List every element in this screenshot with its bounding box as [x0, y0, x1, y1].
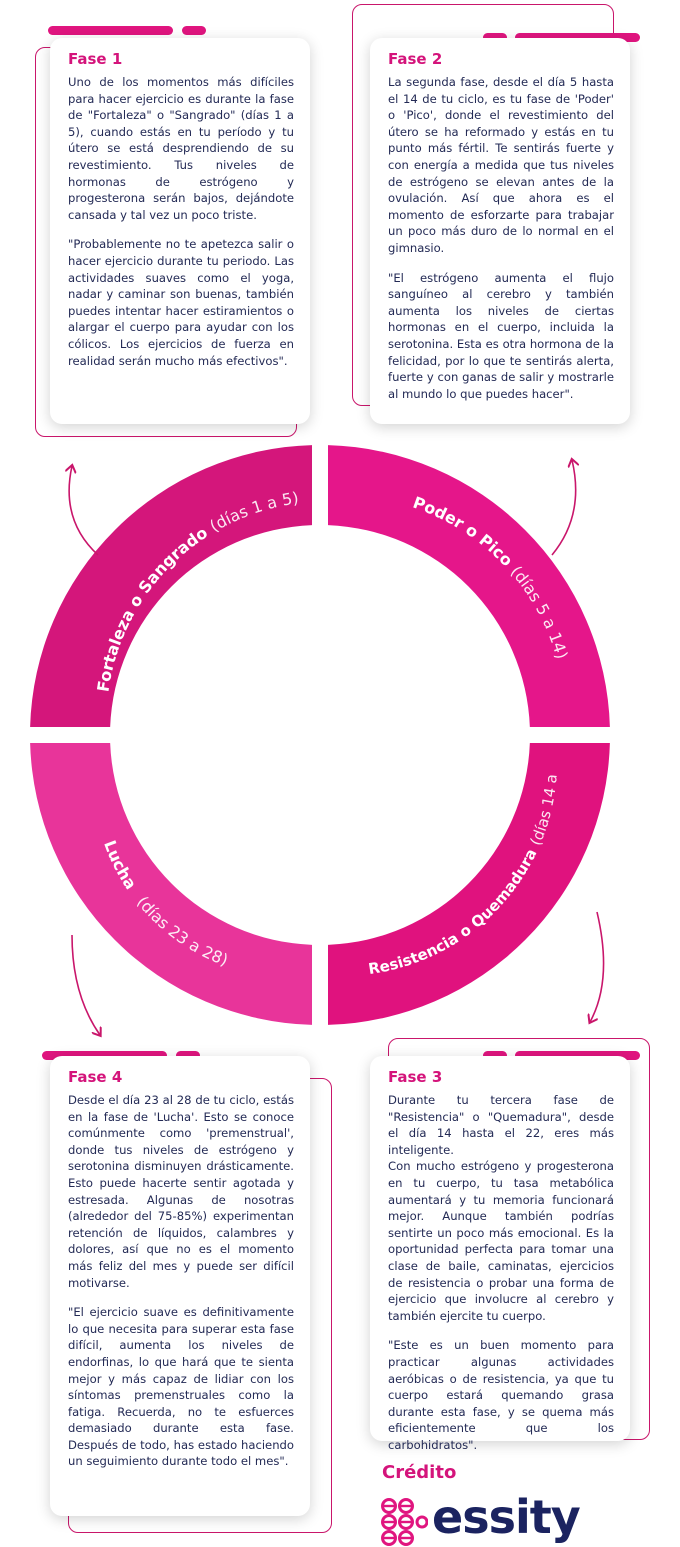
arrow-icon [590, 911, 605, 1022]
phase-text: Uno de los momentos más difíciles para h… [68, 75, 294, 222]
accent-bar [515, 33, 640, 42]
phase-quote: "Este es un buen momento para practicar … [388, 1338, 614, 1452]
wheel-segment [328, 445, 610, 727]
phase-text: La segunda fase, desde el día 5 hasta el… [388, 75, 614, 255]
phase-title: Fase 4 [68, 1068, 123, 1086]
accent-bar [483, 33, 507, 42]
phase-title: Fase 1 [68, 50, 123, 68]
phase-text: Desde el día 23 al 28 de tu ciclo, estás… [68, 1093, 294, 1290]
phase-title: Fase 2 [388, 50, 443, 68]
arrow-icon [71, 934, 100, 1035]
accent-bar [42, 1051, 167, 1060]
phase-quote: "Probablemente no te apetezca salir o ha… [68, 237, 294, 368]
phase-quote: "El estrógeno aumenta el flujo sanguíneo… [388, 270, 614, 401]
phase-title: Fase 3 [388, 1068, 443, 1086]
accent-bar [483, 1051, 507, 1060]
phase-text: Durante tu tercera fase de "Resistencia"… [388, 1093, 614, 1323]
accent-bar [182, 26, 206, 35]
accent-bar [515, 1051, 640, 1060]
essity-logo-icon [381, 1498, 428, 1546]
accent-bar [176, 1051, 200, 1060]
phase-card-3: Fase 3 Durante tu tercera fase de "Resis… [370, 1056, 630, 1452]
phase-card-2: Fase 2 La segunda fase, desde el día 5 h… [370, 38, 630, 424]
phase-card-1: Fase 1 Uno de los momentos más difíciles… [50, 38, 310, 424]
brand-logo-text: essity [432, 1490, 581, 1544]
wheel-segment [30, 445, 313, 727]
phase-quote: "El ejercicio suave es definitivamente l… [68, 1305, 294, 1469]
accent-bar [48, 26, 173, 35]
phase-card-4: Fase 4 Desde el día 23 al 28 de tu ciclo… [50, 1056, 310, 1516]
arrow-icon [551, 460, 576, 556]
wheel-segment [30, 743, 313, 1025]
wheel-segment [328, 743, 610, 1025]
credit-label: Crédito [382, 1462, 457, 1483]
arrow-icon [69, 466, 99, 556]
